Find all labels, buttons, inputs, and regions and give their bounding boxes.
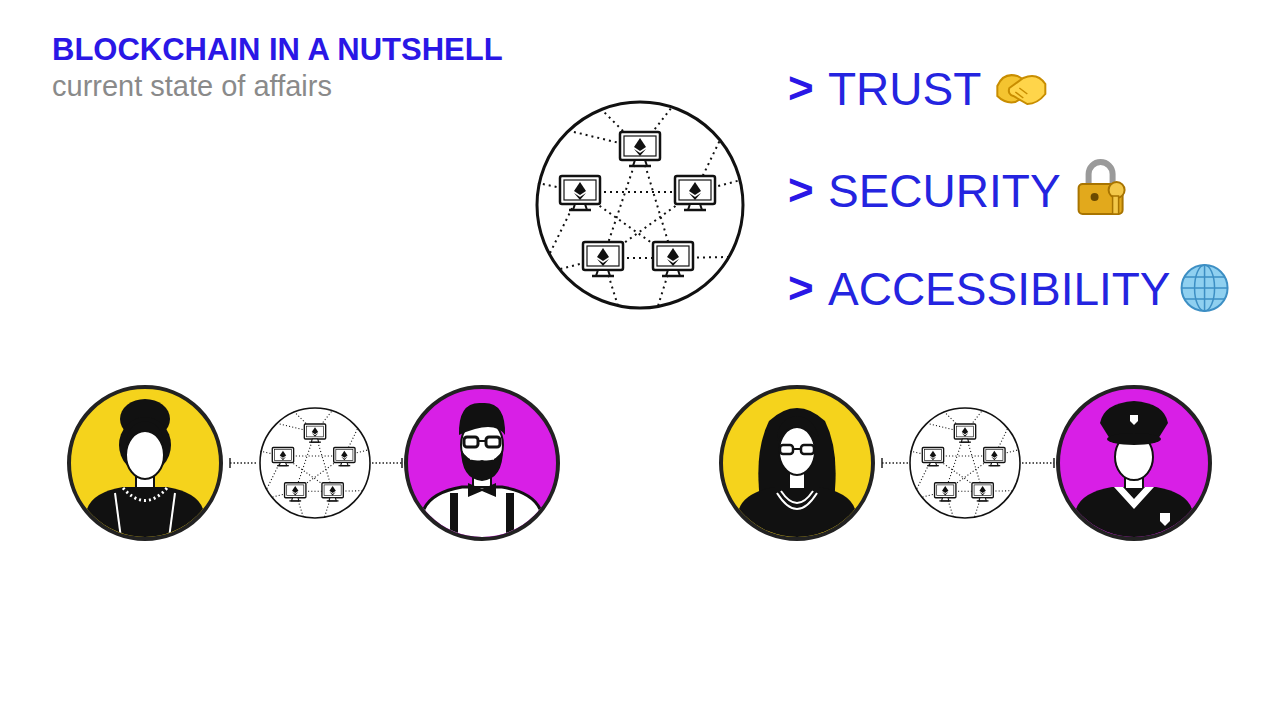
- handshake-icon: [997, 75, 1045, 104]
- keyword: ACCESSIBILITY: [828, 266, 1171, 312]
- person-avatar: [406, 387, 558, 555]
- keyword: TRUST: [828, 66, 981, 112]
- slide-title: BLOCKCHAIN IN A NUTSHELL: [52, 34, 503, 65]
- person-avatar: [69, 387, 221, 553]
- bullet-marker: >: [788, 168, 814, 212]
- person-avatar: [1058, 387, 1210, 553]
- network-illustration: [910, 408, 1020, 518]
- subtitle: current state of affairs: [52, 72, 332, 101]
- keyword: SECURITY: [828, 168, 1061, 214]
- network-illustration: [260, 408, 370, 518]
- globe-icon: [1182, 265, 1228, 311]
- bullet-marker: >: [788, 266, 814, 310]
- lock-icon: [1079, 162, 1125, 214]
- bullet-marker: >: [788, 66, 814, 110]
- network-illustration: [537, 102, 743, 308]
- person-avatar: [721, 387, 873, 553]
